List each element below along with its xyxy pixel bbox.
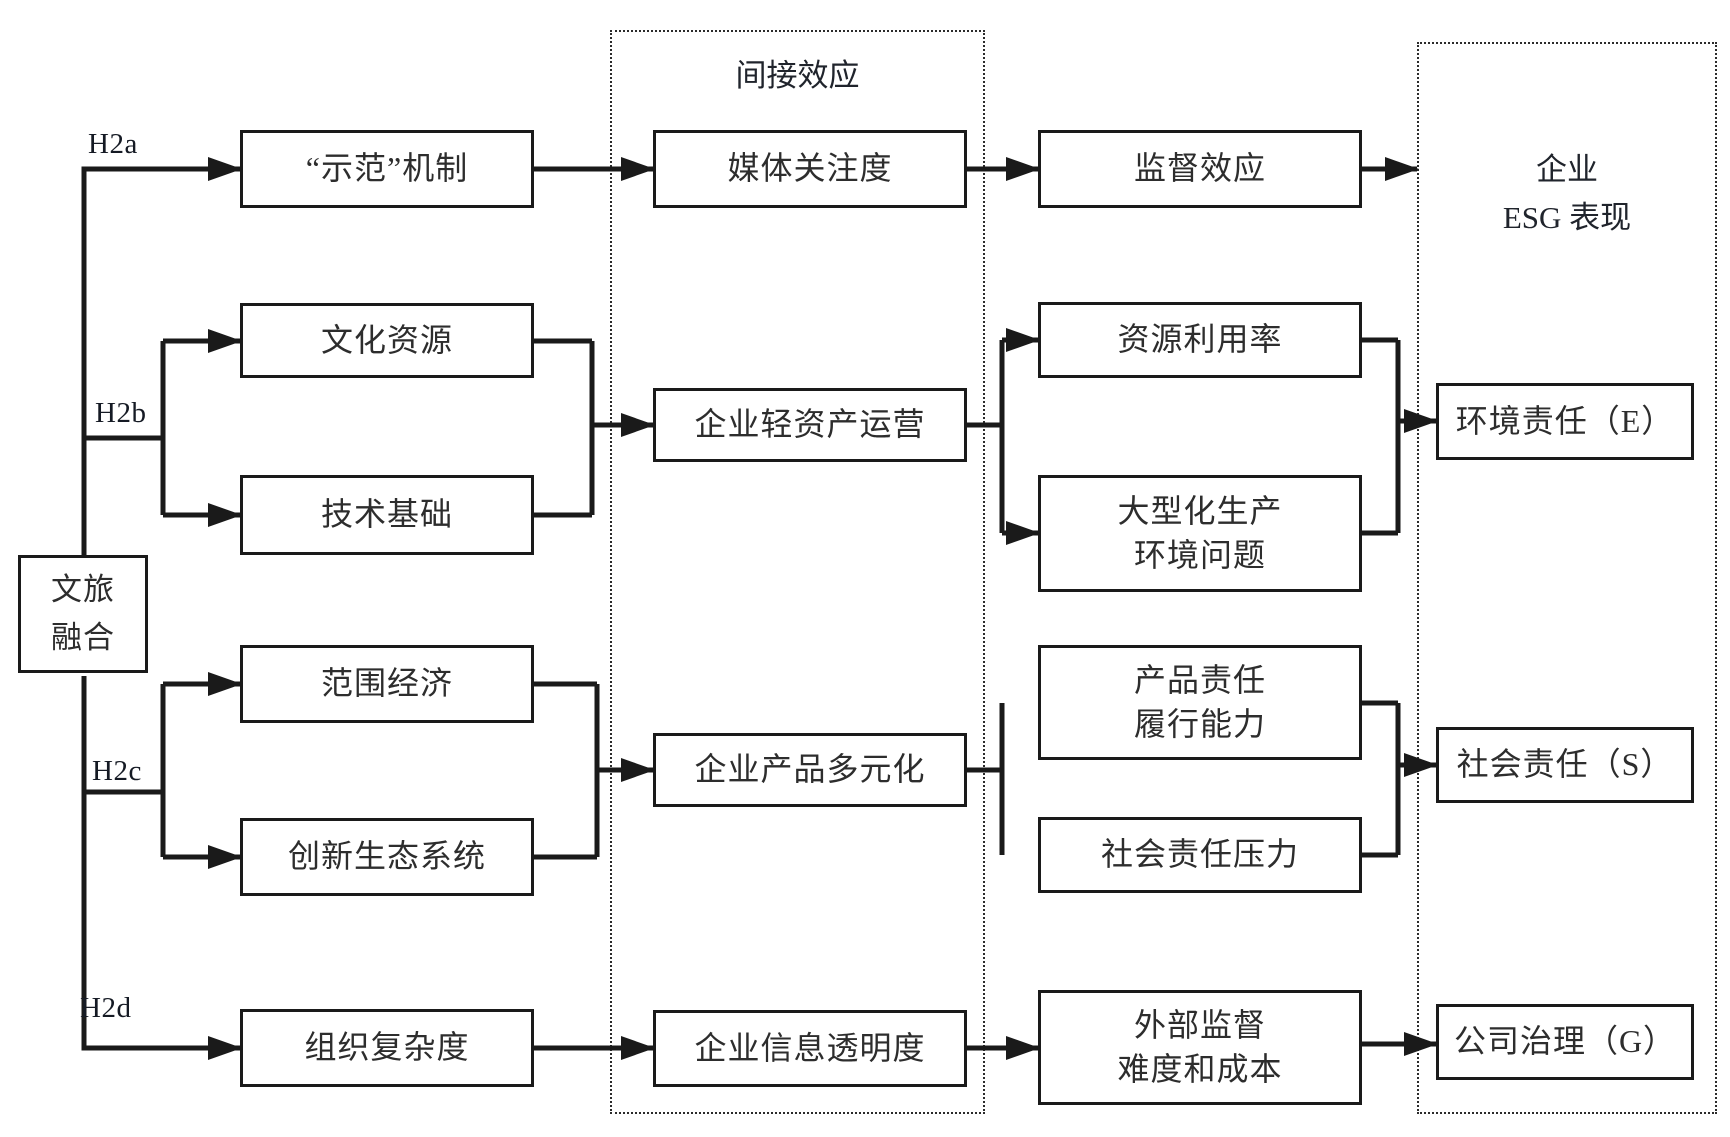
arrow-h2d <box>81 676 242 1060</box>
hypothesis-label-h2a: H2a <box>88 128 138 160</box>
box-resource-utilization: 资源利用率 <box>1038 302 1362 378</box>
bus-segments <box>84 337 1401 860</box>
box-large-scale-production-env-issues: 大型化生产 环境问题 <box>1038 475 1362 592</box>
box-culture-tourism-integration: 文旅 融合 <box>18 555 148 673</box>
box-technology-foundation: 技术基础 <box>240 475 534 555</box>
box-information-transparency: 企业信息透明度 <box>653 1010 967 1087</box>
box-media-attention: 媒体关注度 <box>653 130 967 208</box>
hypothesis-label-h2d: H2d <box>80 992 132 1024</box>
hypothesis-label-h2b: H2b <box>95 397 147 429</box>
box-product-diversification: 企业产品多元化 <box>653 733 967 807</box>
frame-indirect-effects <box>610 30 985 1114</box>
box-social-responsibility: 社会责任（S） <box>1436 727 1694 803</box>
box-corporate-governance: 公司治理（G） <box>1436 1004 1694 1080</box>
hypothesis-label-h2c: H2c <box>92 755 142 787</box>
box-external-supervision-difficulty-cost: 外部监督 难度和成本 <box>1038 990 1362 1105</box>
frame-esg-performance <box>1417 42 1717 1114</box>
box-cultural-resources: 文化资源 <box>240 303 534 378</box>
box-supervision-effect: 监督效应 <box>1038 130 1362 208</box>
arrow-h2a <box>81 157 242 555</box>
box-product-responsibility-capability: 产品责任 履行能力 <box>1038 645 1362 760</box>
box-organizational-complexity: 组织复杂度 <box>240 1009 534 1087</box>
box-asset-light-operation: 企业轻资产运营 <box>653 388 967 462</box>
box-innovation-ecosystem: 创新生态系统 <box>240 818 534 896</box>
box-economies-of-scope: 范围经济 <box>240 645 534 723</box>
frame-esg-performance-title: 企业 ESG 表现 <box>1502 152 1632 236</box>
box-social-responsibility-pressure: 社会责任压力 <box>1038 817 1362 893</box>
frame-indirect-effects-title: 间接效应 <box>735 58 860 93</box>
box-environmental-responsibility: 环境责任（E） <box>1436 383 1694 460</box>
box-demonstration-mechanism: “示范”机制 <box>240 130 534 208</box>
